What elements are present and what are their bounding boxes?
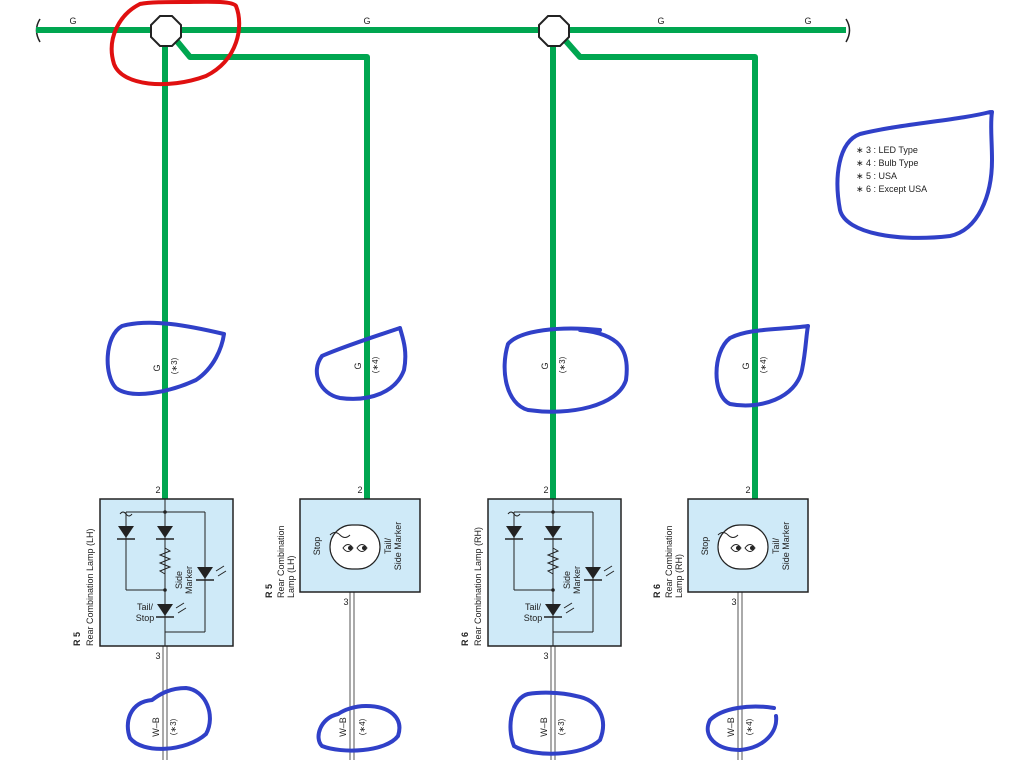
bus-break-right — [845, 18, 851, 43]
branch-4-wire-label: G — [741, 362, 751, 369]
branch-3-connector-code: R 6 — [460, 632, 470, 646]
branch-2-component-name-2: Lamp (LH) — [286, 555, 296, 598]
branch-3-wire-label: G — [540, 362, 550, 369]
branch-1-component-name: Rear Combination Lamp (LH) — [85, 528, 95, 646]
annotation-blue-ground-2 — [316, 703, 402, 753]
branch-3-label-marker: Marker — [572, 566, 582, 594]
branch-4-label-tail: Tail/ — [771, 538, 781, 555]
branch-4-option-note: (∗4) — [759, 356, 768, 373]
branch-4-ground-label: W–B — [726, 717, 736, 737]
ground-wire-1 — [162, 646, 168, 760]
branch-3-ground-label: W–B — [539, 717, 549, 737]
annotation-blue-legend — [835, 110, 995, 240]
branch-1-connector-code: R 5 — [72, 632, 82, 646]
annotation-blue-ground-4 — [705, 704, 779, 753]
legend-item-2: ∗ 4 : Bulb Type — [856, 158, 918, 168]
branch-2-label-side-marker: Side Marker — [393, 522, 403, 571]
branch-1-label-marker: Marker — [184, 566, 194, 594]
ground-wire-4 — [737, 592, 743, 760]
branch-2-label-stop: Stop — [312, 537, 322, 556]
branch-2-wire-label: G — [353, 362, 363, 369]
branch-2-component-name-1: Rear Combination — [276, 525, 286, 598]
bus-label-3: G — [657, 16, 664, 26]
branch-1-wire-label: G — [152, 364, 162, 371]
branch-4-pin-in: 2 — [745, 485, 750, 495]
bus-label-2: G — [363, 16, 370, 26]
branch-1-ground-label: W–B — [151, 717, 161, 737]
annotation-blue-branch-4 — [714, 324, 810, 408]
annotation-red-circle — [109, 0, 242, 87]
branch-4-connector-code: R 6 — [652, 584, 662, 598]
branch-4-component-name-2: Lamp (RH) — [674, 554, 684, 598]
branch-2-ground-label: W–B — [338, 717, 348, 737]
branch-2-connector-code: R 5 — [264, 584, 274, 598]
bus-label-4: G — [804, 16, 811, 26]
splice-point-1 — [150, 15, 182, 47]
annotation-blue-ground-3 — [508, 690, 605, 756]
branch-4-pin-out: 3 — [731, 597, 736, 607]
branch-4-label-side-marker: Side Marker — [781, 522, 791, 571]
splice-point-2 — [538, 15, 570, 47]
branch-1-label-tail: Tail/ — [137, 602, 154, 612]
lamp-box-r5-bulb — [299, 498, 421, 593]
branch-3-option-note: (∗3) — [558, 356, 567, 373]
branch-1-pin-in: 2 — [155, 485, 160, 495]
branch-4-ground-note: (∗4) — [745, 718, 754, 735]
branch-3-ground-note: (∗3) — [557, 718, 566, 735]
wire-branch-4 — [562, 38, 758, 500]
branch-3-pin-in: 2 — [543, 485, 548, 495]
branch-2-option-note: (∗4) — [371, 356, 380, 373]
legend-item-1: ∗ 3 : LED Type — [856, 145, 918, 155]
ground-wire-3 — [550, 646, 556, 760]
annotation-blue-ground-1 — [125, 685, 212, 751]
branch-3-label-side: Side — [562, 571, 572, 589]
lamp-box-r6-bulb — [687, 498, 809, 593]
branch-3-component-name: Rear Combination Lamp (RH) — [473, 527, 483, 646]
annotation-blue-branch-2 — [314, 326, 408, 401]
branch-1-label-stop: Stop — [136, 613, 155, 623]
branch-2-ground-note: (∗4) — [358, 718, 367, 735]
branch-1-label-side: Side — [174, 571, 184, 589]
lamp-box-r6-led — [487, 498, 622, 647]
branch-3-pin-out: 3 — [543, 651, 548, 661]
legend-item-3: ∗ 5 : USA — [856, 171, 897, 181]
wire-branch-2 — [173, 38, 370, 500]
lamp-box-r5-led — [99, 498, 234, 647]
branch-2-pin-out: 3 — [343, 597, 348, 607]
legend-item-4: ∗ 6 : Except USA — [856, 184, 927, 194]
branch-1-option-note: (∗3) — [170, 357, 179, 374]
annotation-blue-branch-3 — [502, 326, 629, 414]
branch-1-pin-out: 3 — [155, 651, 160, 661]
annotation-blue-branch-1 — [105, 320, 226, 396]
branch-2-label-tail: Tail/ — [383, 538, 393, 555]
ground-wire-2 — [349, 592, 355, 760]
branch-4-label-stop: Stop — [700, 537, 710, 556]
branch-2-pin-in: 2 — [357, 485, 362, 495]
branch-3-label-tail: Tail/ — [525, 602, 542, 612]
branch-4-component-name-1: Rear Combination — [664, 525, 674, 598]
branch-3-label-stop: Stop — [524, 613, 543, 623]
bus-label-1: G — [69, 16, 76, 26]
branch-1-ground-note: (∗3) — [169, 718, 178, 735]
